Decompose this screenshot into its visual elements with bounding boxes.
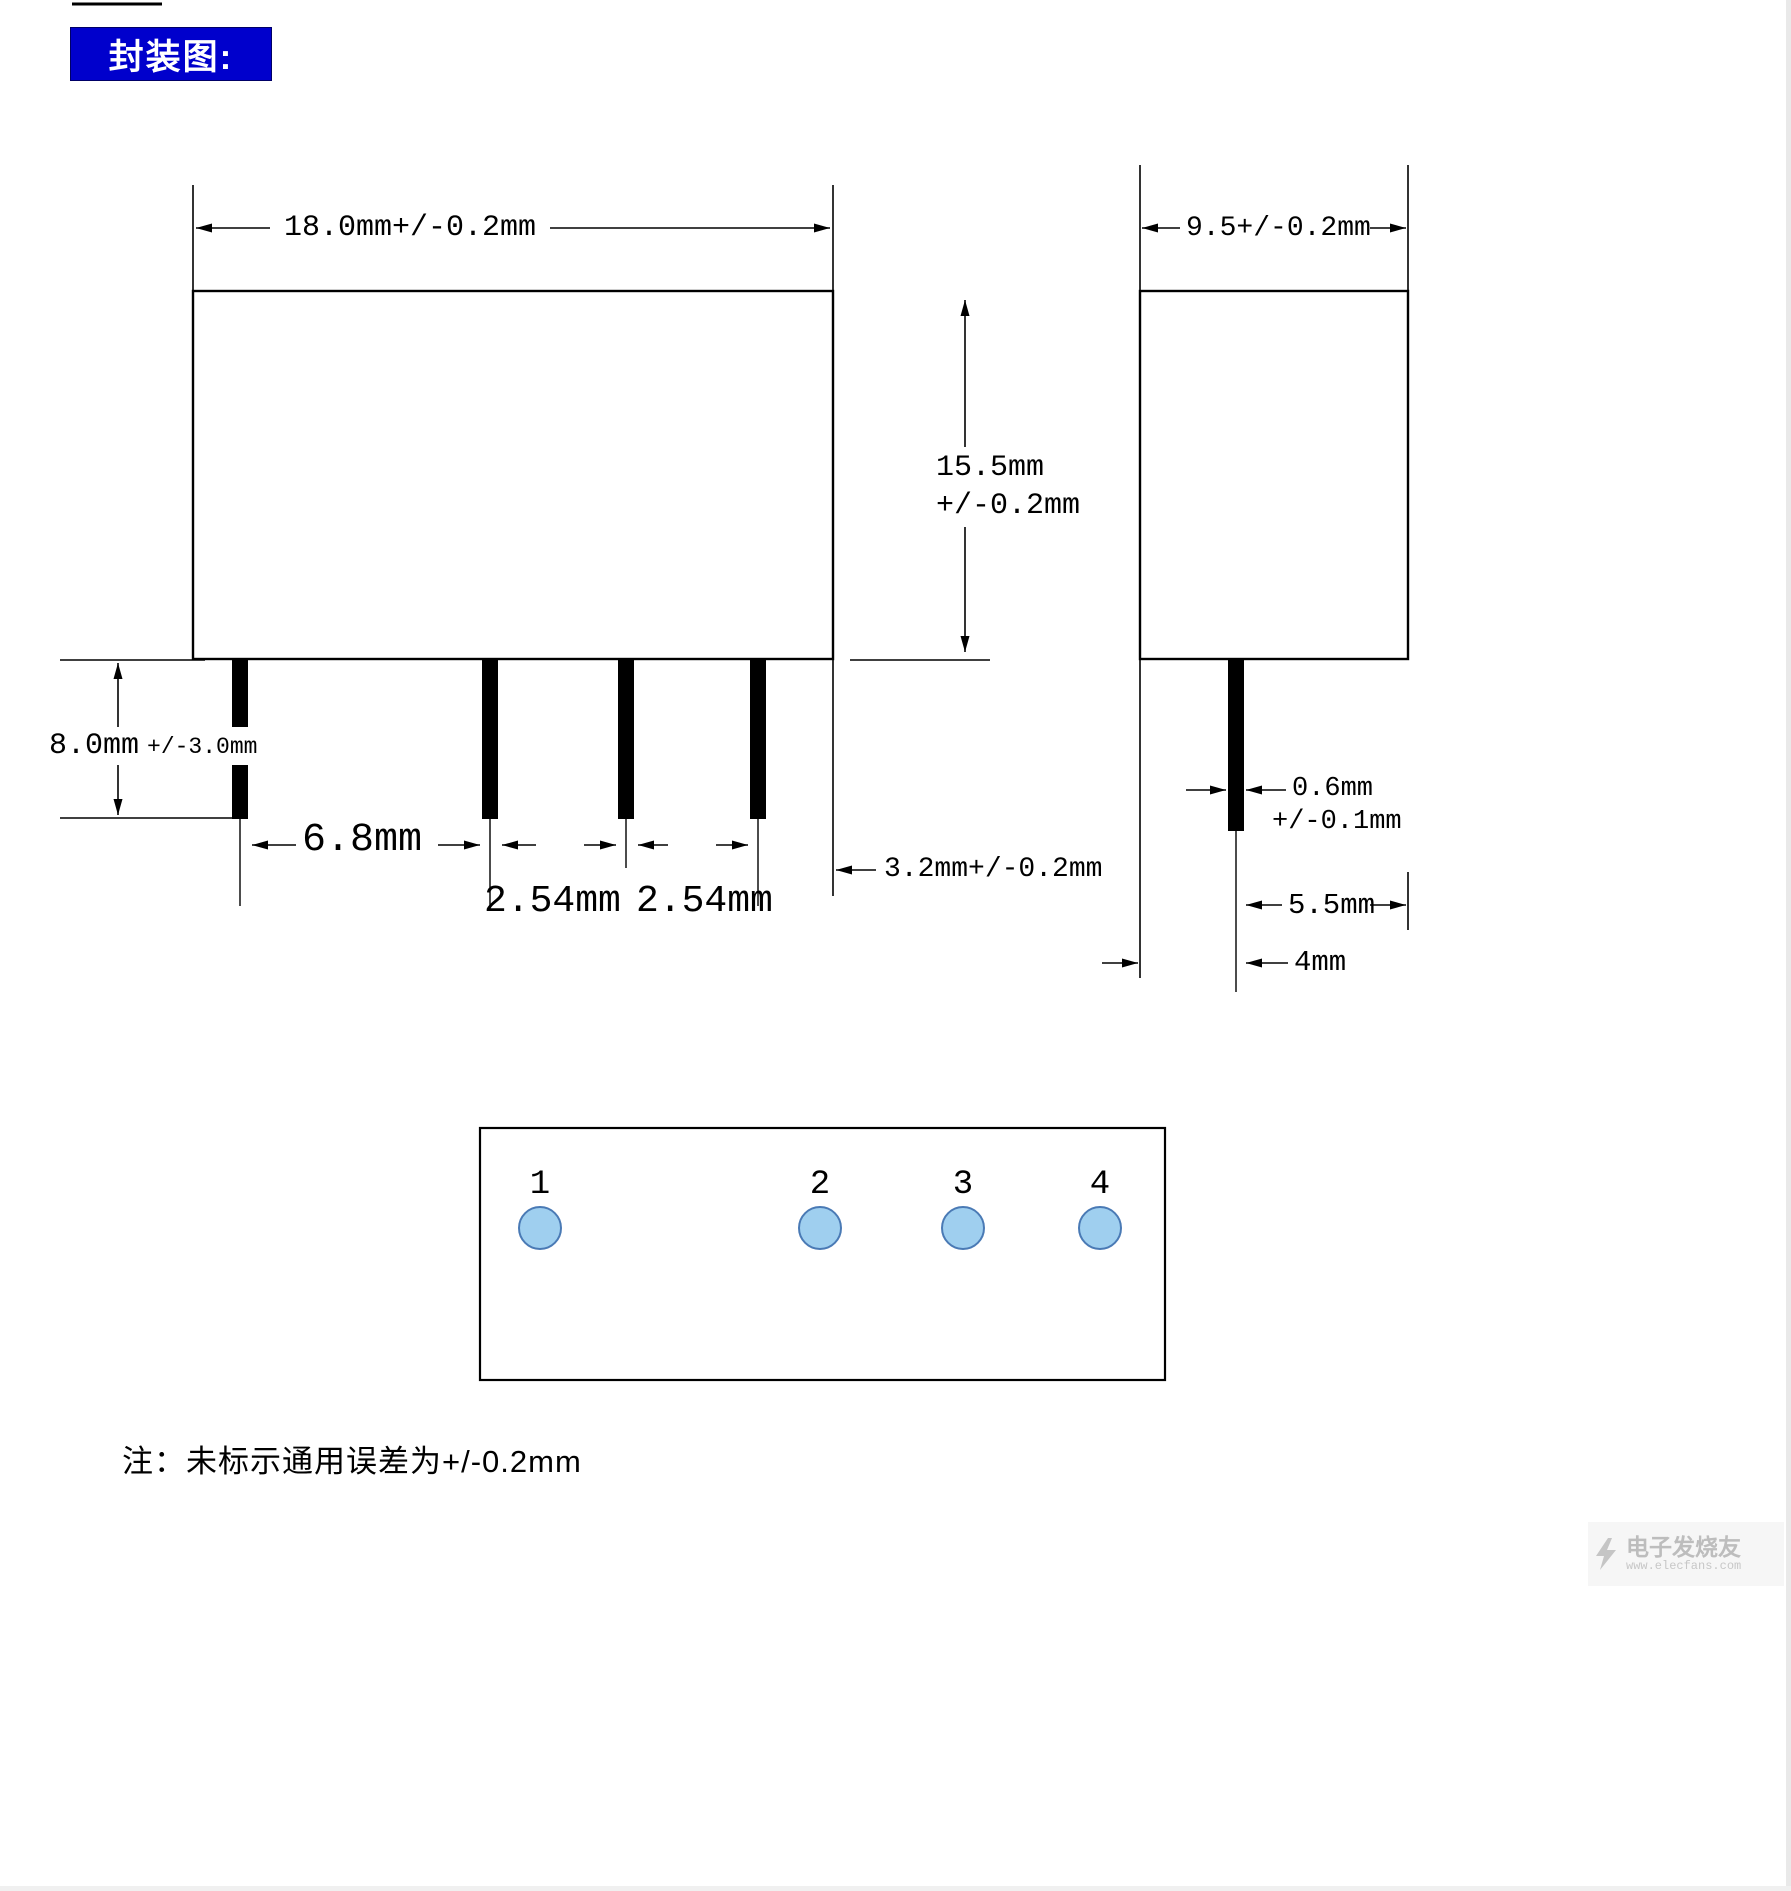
bottom-body-outline [478, 1126, 1167, 1382]
pad-4 [1078, 1206, 1122, 1250]
front-pin-4 [750, 659, 766, 819]
pin-length-tolerance: +/-3.0mm [147, 734, 258, 760]
bottom-view [478, 1126, 1167, 1382]
pad-2 [798, 1206, 842, 1250]
pin-length-dim-label: 8.0mm +/-3.0mm [44, 727, 263, 765]
pin-span-label: 5.5mm [1282, 889, 1375, 922]
pin-offset-label: 4mm [1294, 946, 1347, 979]
front-height-tolerance: +/-0.2mm [936, 489, 1081, 523]
front-height-dim-label: 15.5mm +/-0.2mm [928, 447, 1089, 527]
pad-3 [941, 1206, 985, 1250]
page-title: 封装图: [70, 27, 272, 81]
side-pin [1228, 659, 1244, 831]
front-pin-3 [618, 659, 634, 819]
tolerance-note: 注：未标示通用误差为+/-0.2mm [122, 1444, 582, 1479]
watermark: 电子发烧友 www.elecfans.com [1588, 1522, 1784, 1586]
watermark-brand: 电子发烧友 [1626, 1533, 1741, 1560]
pin-width-value-label: 0.6mm [1292, 774, 1374, 804]
front-view [60, 185, 990, 906]
pad-4-label: 4 [1089, 1166, 1111, 1204]
pin-pitch-1-label: 6.8mm [302, 818, 423, 863]
pad-1-label: 1 [529, 1166, 551, 1204]
pad-3-label: 3 [952, 1166, 974, 1204]
side-view [1102, 165, 1410, 992]
front-width-dim-label: 18.0mm+/-0.2mm [270, 211, 550, 245]
page-edge-right [1786, 0, 1791, 1891]
front-pin-2 [482, 659, 498, 819]
elecfans-logo-icon [1596, 1538, 1616, 1570]
page-edge-bottom [0, 1886, 1791, 1891]
front-body-outline [191, 289, 835, 661]
pin-to-edge-label: 3.2mm+/-0.2mm [884, 854, 1103, 885]
side-depth-dim-label: 9.5+/-0.2mm [1180, 213, 1371, 244]
pin-length-value: 8.0mm [49, 729, 140, 763]
watermark-url: www.elecfans.com [1626, 1559, 1742, 1574]
side-body-outline [1138, 289, 1410, 661]
pin-pitch-2-label: 2.54mm [484, 880, 621, 923]
front-height-value: 15.5mm [936, 451, 1045, 485]
pin-pitch-3-label: 2.54mm [636, 880, 773, 923]
pad-2-label: 2 [809, 1166, 831, 1204]
pad-1 [518, 1206, 562, 1250]
pin-width-tolerance-label: +/-0.1mm [1272, 807, 1402, 837]
